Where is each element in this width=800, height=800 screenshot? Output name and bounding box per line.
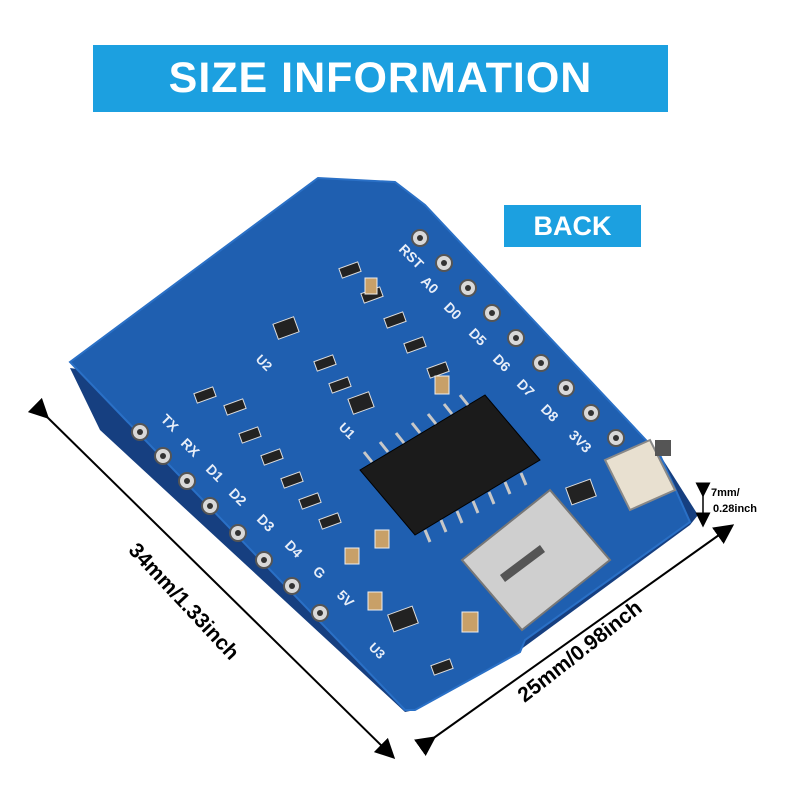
back-label: BACK: [504, 205, 641, 247]
size-information-banner: SIZE INFORMATION: [93, 45, 668, 112]
right-pin-holes: [411, 229, 625, 447]
width-dimension-arrow: [414, 524, 735, 756]
height-dimension-inch: 0.28inch: [713, 503, 758, 515]
height-dimension-mm: 7mm/: [711, 487, 740, 499]
reset-button-component: [603, 438, 677, 512]
length-dimension-arrow: [27, 397, 396, 760]
